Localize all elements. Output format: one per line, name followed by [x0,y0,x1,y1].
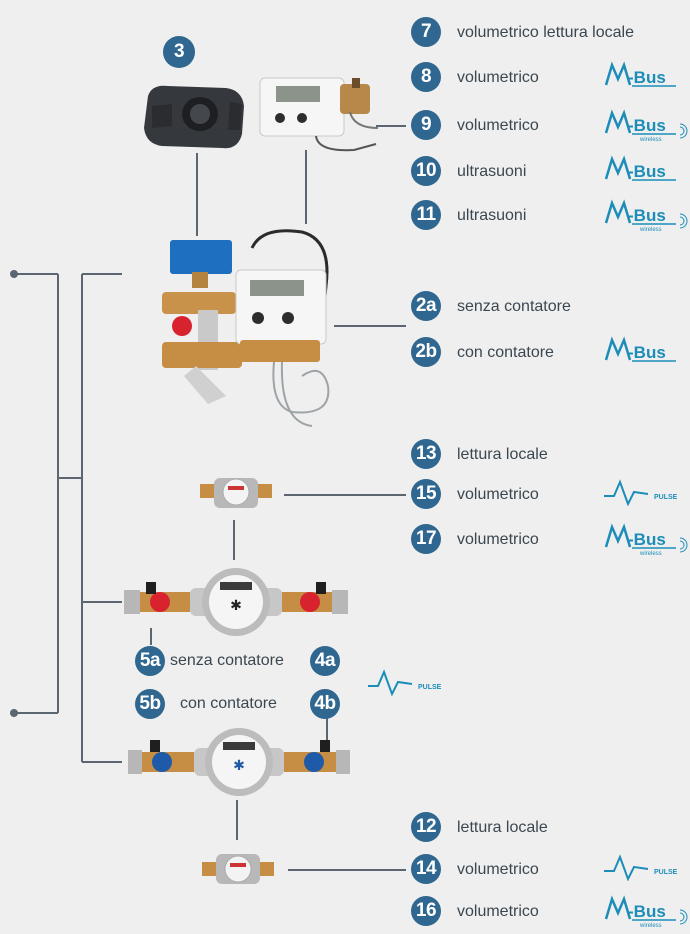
code-label-11: ultrasuoni [457,207,527,224]
code-label-17: volumetrico [457,531,539,548]
code-logo-9: -Bus wireless [604,109,690,148]
svg-text:-Bus: -Bus [628,343,666,362]
svg-text:PULSE: PULSE [654,494,678,501]
code-label-2b: con contatore [457,344,554,361]
badge-code-2a: 2a [411,291,441,321]
svg-text:-Bus: -Bus [628,206,666,225]
mbus-logo: -Bus [604,336,676,362]
pulse-text: PULSE [418,684,442,691]
code-logo-17: -Bus wireless [604,523,690,562]
badge-code-15: 15 [411,479,441,509]
code-label-13: lettura locale [457,446,548,463]
code-label-15: volumetrico [457,486,539,503]
svg-text:-Bus: -Bus [628,162,666,181]
badge-code-8: 8 [411,62,441,92]
svg-text:✱: ✱ [233,757,245,773]
badge-component-4b: 4b [310,689,340,719]
svg-text:wireless: wireless [639,923,662,929]
code-logo-10: -Bus [604,155,690,194]
badge-code-16: 16 [411,896,441,926]
code-logo-16: -Bus wireless [604,895,690,934]
badge-component-5a: 5a [135,646,165,676]
svg-text:wireless: wireless [639,551,662,557]
svg-text:wireless: wireless [639,227,662,233]
pulse-logo: PULSE [604,854,678,882]
badge-code-11: 11 [411,200,441,230]
code-logo-2b: -Bus [604,336,690,375]
code-logo-14: PULSE [602,853,686,886]
badge-code-2b: 2b [411,337,441,367]
code-label-9: volumetrico [457,117,539,134]
mbus-logo: -Bus [604,155,676,181]
pulse-logo-valves: PULSE [368,669,442,696]
valve-assembly-blue-image: ✱ [128,728,350,796]
badge-code-7: 7 [411,17,441,47]
svg-text:PULSE: PULSE [654,869,678,876]
small-water-meter-image [200,478,272,508]
svg-text:-Bus: -Bus [628,530,666,549]
badge-code-10: 10 [411,156,441,186]
hydraulic-unit-image [162,229,330,427]
small-water-meter-bottom-image [202,854,274,884]
code-label-10: ultrasuoni [457,163,527,180]
valve-assembly-red-image: ✱ [124,568,348,636]
mbus-wireless-logo: -Bus wireless [604,109,688,143]
code-label-2a: senza contatore [457,298,571,315]
code-label-12: lettura locale [457,819,548,836]
pulse-logo: PULSE [604,479,678,507]
code-logo-11: -Bus wireless [604,199,690,238]
svg-text:-Bus: -Bus [628,68,666,87]
code-label-7: volumetrico lettura locale [457,24,634,41]
badge-code-17: 17 [411,524,441,554]
svg-text:-Bus: -Bus [628,116,666,135]
badge-component-4a: 4a [310,646,340,676]
code-logo-15: PULSE [602,478,686,511]
code-label-14: volumetrico [457,861,539,878]
code-logo-8: -Bus [604,61,690,100]
valve-label-con: con contatore [180,695,277,712]
mbus-wireless-logo: -Bus wireless [604,895,688,929]
svg-text:wireless: wireless [639,137,662,143]
badge-code-9: 9 [411,110,441,140]
mbus-wireless-logo: -Bus wireless [604,199,688,233]
badge-code-14: 14 [411,854,441,884]
insulation-shell-image [144,85,244,149]
svg-text:-Bus: -Bus [628,902,666,921]
badge-code-13: 13 [411,439,441,469]
code-label-16: volumetrico [457,903,539,920]
badge-component-3: 3 [163,36,195,68]
mbus-logo: -Bus [604,61,676,87]
badge-component-5b: 5b [135,689,165,719]
valve-label-senza: senza contatore [170,652,284,669]
svg-text:✱: ✱ [230,597,242,613]
badge-code-12: 12 [411,812,441,842]
mbus-wireless-logo: -Bus wireless [604,523,688,557]
heat-meter-image [259,77,379,152]
code-label-8: volumetrico [457,69,539,86]
